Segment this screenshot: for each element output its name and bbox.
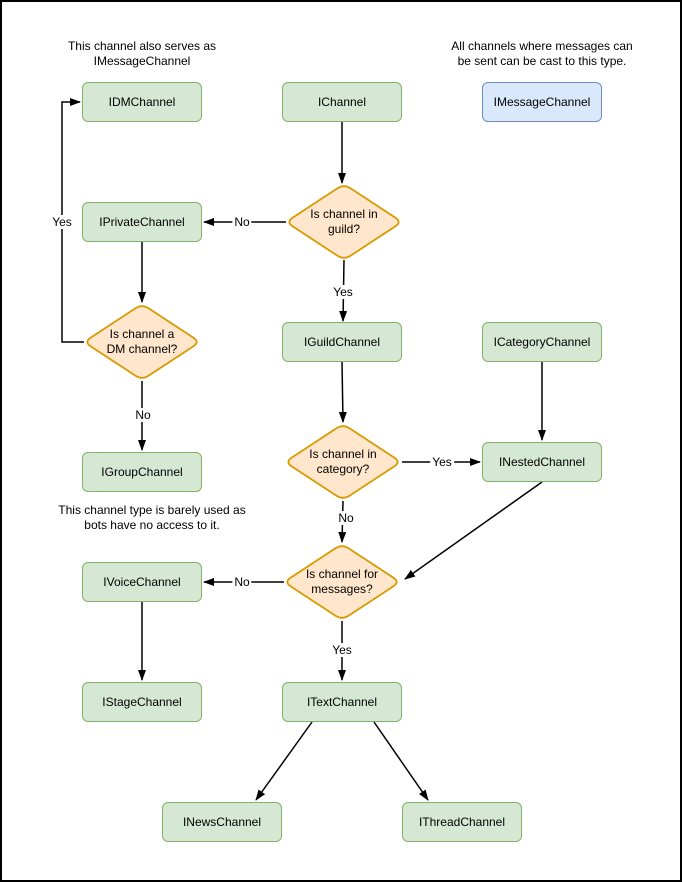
diamond-shape bbox=[287, 425, 399, 499]
edge-label-category-yes: Yes bbox=[430, 455, 454, 469]
decision-is-dm-label: Is channel a DM channel? bbox=[106, 327, 178, 356]
edge-itextchannel-to-inewschannel bbox=[255, 721, 313, 801]
decision-in-category-label: Is channel in category? bbox=[309, 447, 377, 476]
edge-label-category-no: No bbox=[336, 511, 356, 525]
note-idmchannel-serves-imessagechannel: This channel also serves as IMessageChan… bbox=[67, 39, 217, 68]
decision-is-channel-for-messages: Is channel for messages? bbox=[283, 543, 401, 621]
edge-itextchannel-to-ithreadchannel bbox=[373, 721, 429, 801]
decision-is-channel-a-dm: Is channel a DM channel? bbox=[83, 303, 201, 381]
node-ichannel: IChannel bbox=[282, 82, 402, 122]
note-imessagechannel-cast: All channels where messages can be sent … bbox=[451, 39, 633, 68]
node-ivoicechannel: IVoiceChannel bbox=[82, 562, 202, 602]
edge-label-guild-no: No bbox=[232, 215, 252, 229]
decision-is-channel-in-guild: Is channel in guild? bbox=[285, 183, 403, 261]
diamond-shape bbox=[86, 305, 198, 379]
decision-for-messages-label: Is channel for messages? bbox=[305, 567, 379, 596]
note-igroupchannel-barely-used: This channel type is barely used as bots… bbox=[58, 503, 246, 532]
node-imessagechannel: IMessageChannel bbox=[482, 82, 602, 122]
diamond-shape bbox=[288, 185, 400, 259]
edge-label-guild-yes: Yes bbox=[331, 285, 355, 299]
node-idmchannel: IDMChannel bbox=[82, 82, 202, 122]
node-iprivatechannel: IPrivateChannel bbox=[82, 202, 202, 242]
edge-inestedchannel-to-messages-decision bbox=[404, 481, 543, 580]
diamond-shape bbox=[286, 545, 398, 619]
node-istagechannel: IStageChannel bbox=[82, 682, 202, 722]
edge-label-dm-yes: Yes bbox=[50, 215, 74, 229]
node-ithreadchannel: IThreadChannel bbox=[402, 802, 522, 842]
node-igroupchannel: IGroupChannel bbox=[82, 452, 202, 492]
edge-iguildchannel-to-category-decision bbox=[338, 361, 347, 423]
decision-in-guild-label: Is channel in guild? bbox=[310, 207, 378, 236]
node-icategorychannel: ICategoryChannel bbox=[482, 322, 602, 362]
edge-label-dm-no: No bbox=[133, 408, 153, 422]
node-inestedchannel: INestedChannel bbox=[482, 442, 602, 482]
node-itextchannel: ITextChannel bbox=[282, 682, 402, 722]
node-inewschannel: INewsChannel bbox=[162, 802, 282, 842]
edge-label-messages-no: No bbox=[232, 575, 252, 589]
decision-is-channel-in-category: Is channel in category? bbox=[284, 423, 402, 501]
node-iguildchannel: IGuildChannel bbox=[282, 322, 402, 362]
edge-label-messages-yes: Yes bbox=[330, 643, 354, 657]
